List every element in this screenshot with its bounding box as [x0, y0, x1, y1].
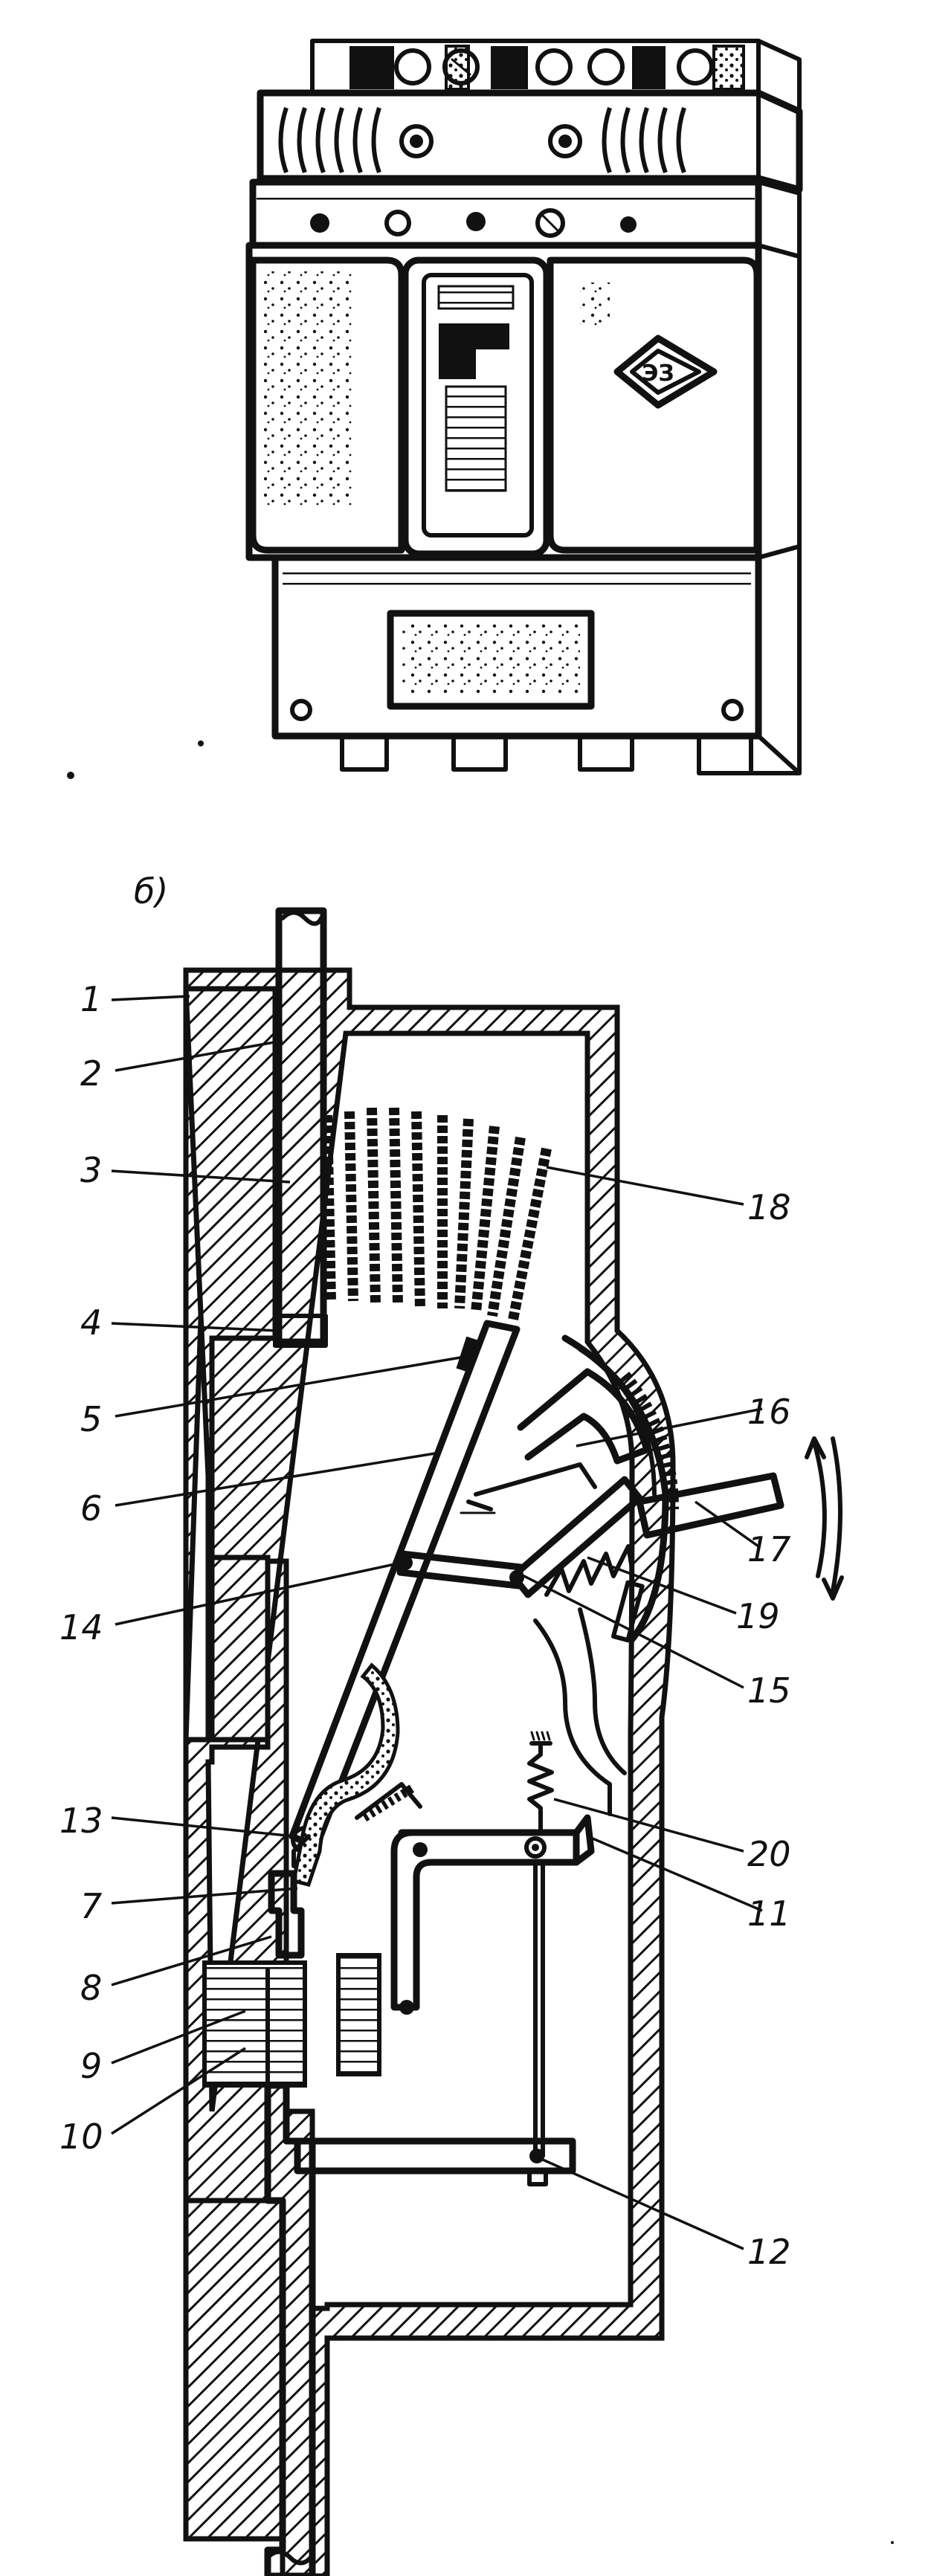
callout-17: 17	[747, 1529, 791, 1569]
top-terminal-block	[310, 39, 802, 114]
logo-text: ЭЗ	[642, 361, 674, 387]
moving-contact-arm	[289, 1320, 521, 1851]
breaker-exterior-drawing: ЭЗ	[67, 39, 803, 779]
arc-chute-plates	[322, 1107, 552, 1321]
breaker-cross-section	[183, 907, 844, 2576]
overcurrent-coil	[202, 1960, 307, 2088]
flexible-connector	[291, 1662, 400, 1887]
subfigure-label: б)	[134, 871, 168, 911]
callout-10: 10	[59, 2117, 103, 2157]
callout-13: 13	[59, 1801, 103, 1841]
callout-labels: 1 2 3 4 5 6 7 8 9 10 11 12 13 14 15 16 1…	[59, 979, 791, 2272]
callout-4: 4	[80, 1302, 102, 1343]
callout-12: 12	[747, 2232, 791, 2272]
spring	[527, 1731, 554, 1835]
speck	[891, 2541, 894, 2544]
callout-2: 2	[80, 1053, 102, 1094]
lower-housing	[271, 544, 802, 775]
callout-20: 20	[747, 1834, 791, 1874]
handle-mechanism	[460, 1334, 844, 1643]
callout-8: 8	[80, 1968, 102, 2008]
lower-busbar	[264, 2082, 316, 2576]
callout-leaders	[111, 995, 763, 2250]
callout-1: 1	[80, 979, 102, 1019]
moving-contact-tip	[456, 1336, 483, 1374]
armature	[336, 1953, 381, 2076]
callout-18: 18	[747, 1187, 791, 1227]
callout-9: 9	[80, 2046, 102, 2086]
upper-housing	[257, 89, 803, 193]
speck	[67, 772, 74, 779]
callout-15: 15	[747, 1670, 791, 1711]
callout-3: 3	[80, 1150, 102, 1190]
callout-5: 5	[80, 1399, 102, 1439]
callout-16: 16	[747, 1392, 791, 1432]
callout-19: 19	[736, 1596, 780, 1636]
logo: ЭЗ	[613, 335, 718, 409]
front-panel: ЭЗ	[245, 242, 802, 561]
callout-11: 11	[747, 1894, 791, 1934]
callout-14: 14	[59, 1607, 103, 1647]
speck	[198, 740, 204, 746]
callout-6: 6	[80, 1488, 102, 1529]
rotation-arrows	[805, 1436, 844, 1601]
callout-7: 7	[80, 1886, 102, 1926]
